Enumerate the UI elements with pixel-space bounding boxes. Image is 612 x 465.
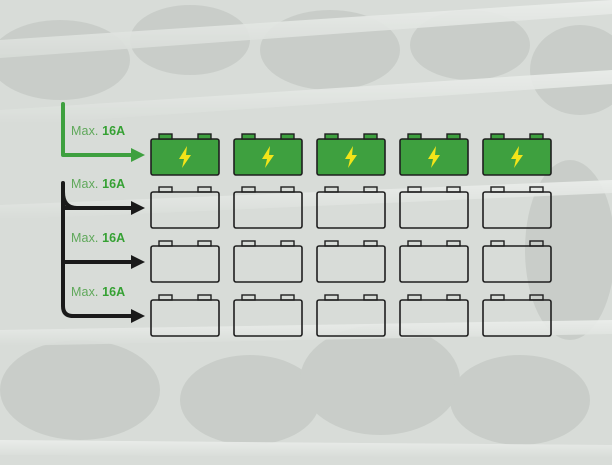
- current-limit-value: 16A: [102, 231, 126, 245]
- battery-terminal: [197, 294, 212, 301]
- battery-icon: [482, 245, 552, 283]
- battery-icon: [482, 299, 552, 337]
- lightning-bolt-icon: [428, 146, 440, 168]
- battery-icon: [316, 191, 386, 229]
- battery-terminal: [197, 186, 212, 193]
- battery-terminal: [363, 294, 378, 301]
- lightning-bolt-icon: [262, 146, 274, 168]
- lightning-bolt-icon: [511, 146, 523, 168]
- battery-terminal: [197, 133, 212, 140]
- battery-terminal: [280, 240, 295, 247]
- arrow-right-icon: [131, 309, 145, 323]
- current-limit-prefix: Max.: [71, 124, 103, 138]
- battery-terminal: [158, 240, 173, 247]
- battery-icon: [399, 191, 469, 229]
- battery-terminal: [280, 294, 295, 301]
- current-limit-prefix: Max.: [71, 285, 103, 299]
- battery-terminal: [324, 186, 339, 193]
- battery-icon: [316, 299, 386, 337]
- battery-terminal: [529, 294, 544, 301]
- battery-icon: [233, 191, 303, 229]
- battery-icon: [482, 191, 552, 229]
- battery-terminal: [446, 294, 461, 301]
- battery-terminal: [280, 133, 295, 140]
- battery-icon: [150, 245, 220, 283]
- current-limit-label: Max. 16A: [71, 124, 125, 138]
- battery-terminal: [324, 294, 339, 301]
- current-limit-label: Max. 16A: [71, 231, 125, 245]
- battery-icon: [150, 191, 220, 229]
- battery-terminal: [158, 294, 173, 301]
- battery-terminal: [241, 294, 256, 301]
- battery-icon: [233, 245, 303, 283]
- current-limit-value: 16A: [102, 177, 126, 191]
- branch-curve: [61, 191, 78, 210]
- battery-terminal: [363, 240, 378, 247]
- current-limit-value: 16A: [102, 285, 126, 299]
- lightning-bolt-icon: [345, 146, 357, 168]
- lightning-bolt-icon: [179, 146, 191, 168]
- battery-terminal: [280, 186, 295, 193]
- current-limit-label: Max. 16A: [71, 285, 125, 299]
- battery-terminal: [363, 133, 378, 140]
- battery-terminal: [490, 294, 505, 301]
- battery-terminal: [241, 133, 256, 140]
- arrow-right-icon: [131, 201, 145, 215]
- battery-icon: [233, 299, 303, 337]
- current-limit-value: 16A: [102, 124, 126, 138]
- battery-terminal: [407, 133, 422, 140]
- battery-terminal: [324, 240, 339, 247]
- battery-icon: [316, 245, 386, 283]
- arrow-right-icon: [131, 255, 145, 269]
- battery-terminal: [158, 186, 173, 193]
- battery-terminal: [490, 186, 505, 193]
- battery-terminal: [446, 186, 461, 193]
- battery-icon: [399, 245, 469, 283]
- battery-terminal: [490, 240, 505, 247]
- battery-terminal: [407, 294, 422, 301]
- battery-terminal: [407, 240, 422, 247]
- battery-icon: [399, 299, 469, 337]
- battery-terminal: [446, 133, 461, 140]
- battery-terminal: [490, 133, 505, 140]
- battery-terminal: [363, 186, 378, 193]
- current-limit-prefix: Max.: [71, 231, 103, 245]
- battery-terminal: [529, 240, 544, 247]
- arrow-right-icon: [131, 148, 145, 162]
- battery-terminal: [529, 133, 544, 140]
- battery-terminal: [241, 186, 256, 193]
- battery-terminal: [241, 240, 256, 247]
- battery-terminal: [158, 133, 173, 140]
- current-limit-label: Max. 16A: [71, 177, 125, 191]
- battery-terminal: [324, 133, 339, 140]
- battery-terminal: [197, 240, 212, 247]
- current-limit-prefix: Max.: [71, 177, 103, 191]
- battery-icon: [150, 299, 220, 337]
- battery-terminal: [446, 240, 461, 247]
- battery-terminal: [407, 186, 422, 193]
- battery-terminal: [529, 186, 544, 193]
